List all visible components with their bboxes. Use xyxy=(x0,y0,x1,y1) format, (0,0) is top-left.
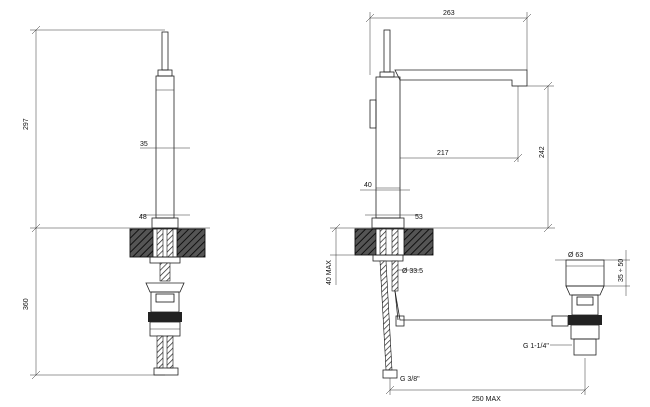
label-body-diameter: 40 xyxy=(364,182,372,189)
label-right-base-width: 53 xyxy=(415,214,423,221)
label-waste-diameter: Ø 63 xyxy=(568,252,583,259)
label-waste-adjust: 35 ÷ 50 xyxy=(618,259,625,282)
right-spout xyxy=(394,69,528,87)
right-body xyxy=(375,76,401,219)
right-lever-pin xyxy=(369,99,377,129)
left-waste-top xyxy=(145,282,185,293)
label-waste-thread: G 1-1/4" xyxy=(523,343,549,350)
right-hose-fitting xyxy=(382,369,398,379)
left-lever xyxy=(161,31,169,71)
label-overall-width: 263 xyxy=(443,10,455,17)
left-view xyxy=(30,25,210,380)
label-spout-height: 242 xyxy=(539,146,546,158)
right-rod-connector xyxy=(551,315,569,327)
right-waste-cap xyxy=(565,259,605,287)
right-view xyxy=(330,12,630,395)
label-left-base-width: 48 xyxy=(139,214,147,221)
label-stem-diameter: 35 xyxy=(140,141,148,148)
label-deck-thickness: 40 MAX xyxy=(326,260,333,285)
label-hole-diameter: Ø 33.5 xyxy=(402,268,423,275)
left-lever-cap xyxy=(157,69,173,77)
label-total-height: 297 xyxy=(23,118,30,130)
label-rod-length: 250 MAX xyxy=(472,396,501,403)
left-body xyxy=(155,75,175,219)
right-lever xyxy=(383,29,391,73)
label-below-deck-length: 360 xyxy=(23,298,30,310)
label-reach: 217 xyxy=(437,150,449,157)
label-hose-thread: G 3/8" xyxy=(400,376,420,383)
left-base xyxy=(151,217,179,229)
